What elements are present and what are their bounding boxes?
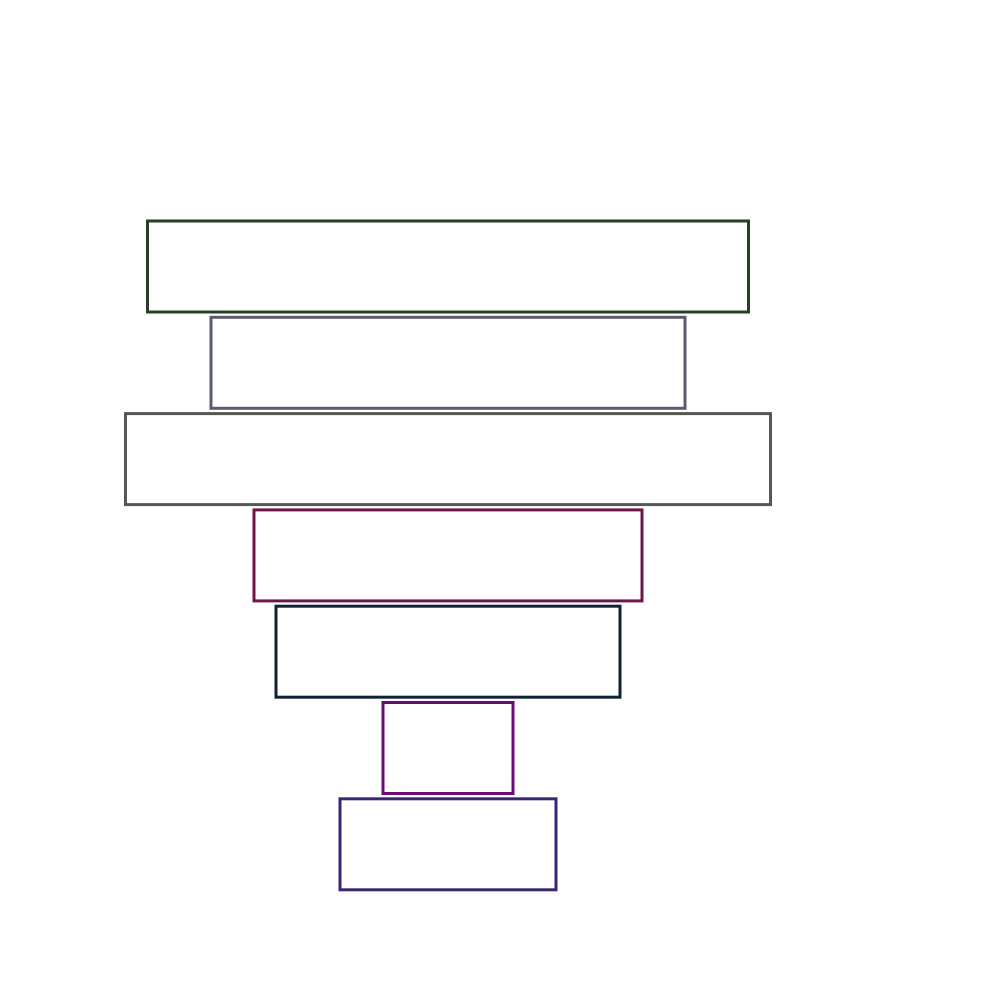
funnel-bar-5	[274, 604, 622, 699]
funnel-bars	[124, 219, 772, 892]
funnel-bar-7	[338, 797, 558, 892]
funnel-bar-4	[252, 508, 644, 603]
funnel-bar-1	[146, 219, 750, 314]
funnel-bar-2	[209, 315, 687, 410]
funnel-bar-6	[381, 701, 515, 795]
funnel-bar-3	[124, 412, 772, 507]
